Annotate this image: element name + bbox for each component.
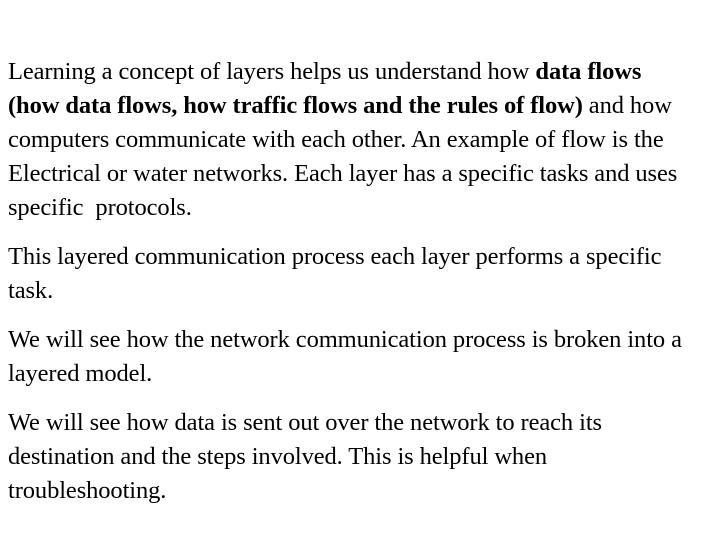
text-run-3: and how computers communicate with each … [8,92,684,221]
paragraph-p4: We will see how data is sent out over th… [8,406,692,508]
slide-body-text: Learning a concept of layers helps us un… [8,55,692,508]
text-run-1: We will see how data is sent out over th… [8,409,608,504]
paragraph-p3: We will see how the network communicatio… [8,323,692,391]
text-run-bold-2: data flows (how data flows, how traffic … [8,58,648,119]
paragraph-p1: Learning a concept of layers helps us un… [8,55,692,225]
paragraph-p2: This layered communication process each … [8,240,692,308]
text-run-1: Learning a concept of layers helps us un… [8,58,536,85]
text-run-1: This layered communication process each … [8,243,668,304]
text-run-1: We will see how the network communicatio… [8,326,688,387]
